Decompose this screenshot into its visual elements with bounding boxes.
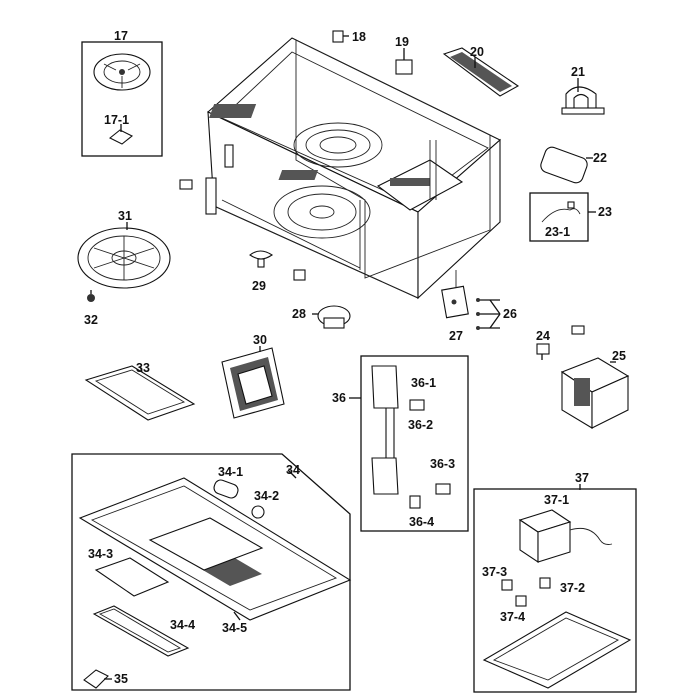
- part-24-icon: [536, 325, 585, 360]
- part-18-icon: [332, 30, 349, 43]
- part-32-screw-icon: [87, 290, 95, 302]
- part-36-box: [349, 355, 469, 532]
- label-34-5: 34-5: [222, 621, 247, 635]
- label-31: 31: [118, 209, 132, 223]
- label-37: 37: [575, 471, 589, 485]
- label-36-3: 36-3: [430, 457, 455, 471]
- label-34-3: 34-3: [88, 547, 113, 561]
- part-20-icon: [442, 47, 520, 97]
- main-cavity: [205, 37, 501, 300]
- part-28-motor-icon: [312, 305, 351, 329]
- label-34: 34: [286, 463, 300, 477]
- part-33-filter-icon: [84, 365, 196, 421]
- label-18: 18: [352, 30, 366, 44]
- label-36-2: 36-2: [408, 418, 433, 432]
- part-30-icon: [221, 346, 285, 419]
- label-34-2: 34-2: [254, 489, 279, 503]
- part-34-box: [71, 453, 352, 691]
- part-22-capacitor-icon: [540, 146, 593, 184]
- label-21: 21: [571, 65, 585, 79]
- label-25: 25: [612, 349, 626, 363]
- label-20: 20: [470, 45, 484, 59]
- label-34-1: 34-1: [218, 465, 243, 479]
- part-17-box: [81, 41, 163, 157]
- label-26: 26: [503, 307, 517, 321]
- clip-icon: [293, 269, 306, 281]
- label-19: 19: [395, 35, 409, 49]
- label-27: 27: [449, 329, 463, 343]
- part-19-icon: [395, 48, 413, 75]
- part-27-icon: [441, 270, 469, 319]
- label-33: 33: [136, 361, 150, 375]
- label-30: 30: [253, 333, 267, 347]
- label-37-1: 37-1: [544, 493, 569, 507]
- label-23: 23: [598, 205, 612, 219]
- label-17-1: 17-1: [104, 113, 129, 127]
- label-17: 17: [114, 29, 128, 43]
- label-37-3: 37-3: [482, 565, 507, 579]
- part-23-box: [529, 192, 596, 242]
- part-35-icon: [83, 669, 112, 689]
- clip-icon: [179, 179, 193, 190]
- part-26-icon: [476, 298, 501, 330]
- part-25-transformer-icon: [560, 357, 630, 429]
- label-37-4: 37-4: [500, 610, 525, 624]
- label-36-1: 36-1: [411, 376, 436, 390]
- label-22: 22: [593, 151, 607, 165]
- label-36: 36: [332, 391, 346, 405]
- label-34-4: 34-4: [170, 618, 195, 632]
- part-21-icon: [561, 78, 605, 115]
- label-32: 32: [84, 313, 98, 327]
- part-31-icon: [77, 222, 171, 289]
- label-36-4: 36-4: [409, 515, 434, 529]
- part-37-box: [473, 484, 637, 693]
- label-29: 29: [252, 279, 266, 293]
- label-37-2: 37-2: [560, 581, 585, 595]
- part-29-icon: [249, 250, 273, 268]
- label-24: 24: [536, 329, 550, 343]
- label-23-1: 23-1: [545, 225, 570, 239]
- label-35: 35: [114, 672, 128, 686]
- label-28: 28: [292, 307, 306, 321]
